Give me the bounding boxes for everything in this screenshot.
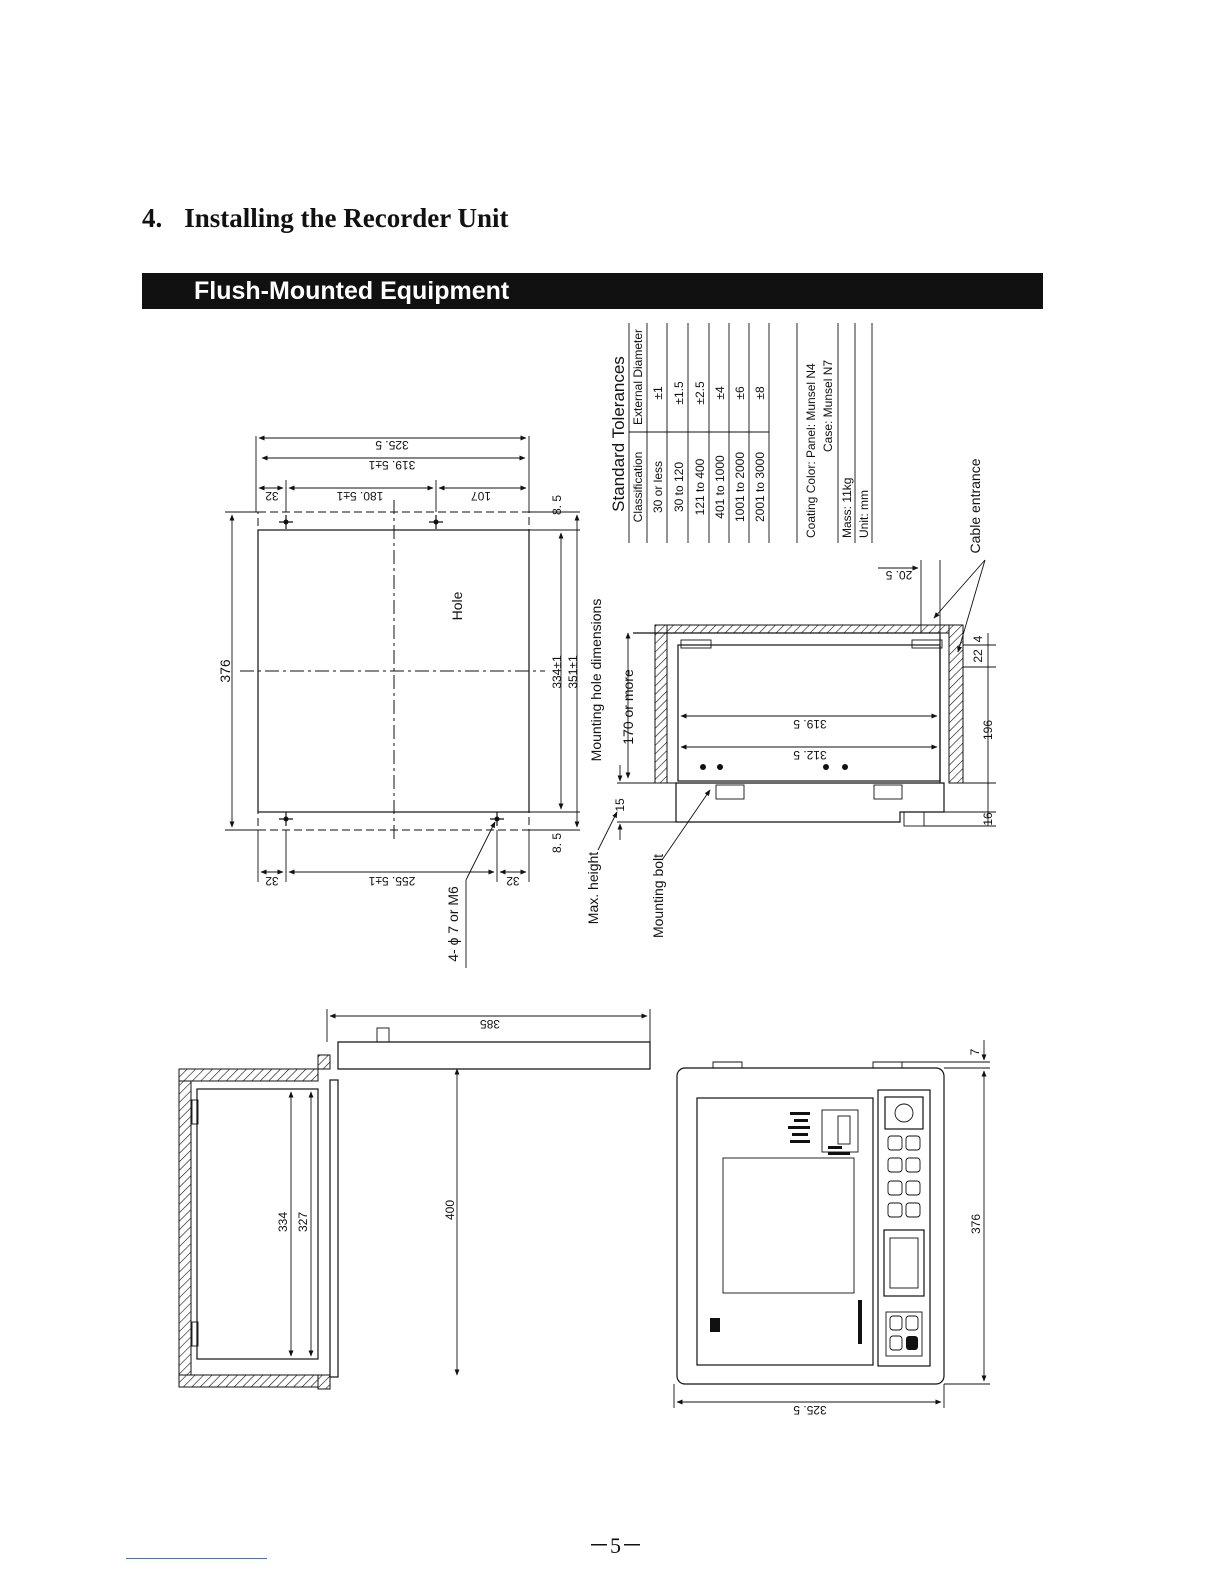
max-height-label: Max. height <box>585 852 601 924</box>
bolt-hole-label: 4- ϕ 7 or M6 <box>445 886 461 962</box>
dim-foot: 16 <box>981 812 995 826</box>
tolerance-row-1-value: ±1 <box>651 386 665 400</box>
dim-front-width: 325. 5 <box>793 1403 827 1417</box>
dim-cable-height: 22 <box>971 649 985 663</box>
section-view: 385 334 327 400 <box>178 1009 651 1390</box>
dim-top-gap: 4 <box>971 635 985 642</box>
tolerance-row-1-class: 30 or less <box>651 461 665 513</box>
dim-bolt-width: 312. 5 <box>793 748 827 762</box>
dial-knob <box>884 1096 924 1130</box>
tolerance-header-external-diameter: External Diameter <box>631 329 645 425</box>
dim-body-depth: 196 <box>981 720 995 740</box>
mounting-bolt-label: Mounting bolt <box>650 854 666 938</box>
tolerance-row-6-value: ±8 <box>753 386 767 400</box>
front-view: 325. 5 7 376 <box>673 1040 990 1417</box>
tolerance-row-4-class: 401 to 1000 <box>713 455 727 519</box>
dim-height-outer: 334 <box>276 1212 290 1232</box>
bolt-hole-marks <box>279 515 504 826</box>
dim-panel-height: 400 <box>443 1200 457 1220</box>
banner-label: Flush-Mounted Equipment <box>194 277 510 305</box>
tolerance-row-5-value: ±6 <box>733 386 747 400</box>
dim-left-offset-top: 32 <box>265 489 279 503</box>
tolerance-header-classification: Classification <box>631 452 645 523</box>
dim-margin-bottom: 8. 5 <box>550 833 564 853</box>
coating-label: Coating Color: <box>804 461 818 538</box>
min-depth-label: 170 or more <box>620 669 636 745</box>
coating-panel: Panel: Munsel N4 <box>804 363 818 458</box>
tolerance-row-3-value: ±2.5 <box>693 381 707 405</box>
dim-overall-height: 376 <box>217 659 233 683</box>
front-panel <box>676 1067 945 1385</box>
tolerance-row-2-value: ±1.5 <box>672 381 686 405</box>
dim-center-span: 180. 5±1 <box>336 489 383 503</box>
mass-label: Mass: 11kg <box>840 478 854 538</box>
dim-front-lip: 7 <box>968 1048 982 1055</box>
section-heading: 4. Installing the Recorder Unit <box>142 203 509 234</box>
page-number: －5－ <box>588 1533 644 1558</box>
footer-rule <box>126 1558 267 1559</box>
dim-max-height: 15 <box>613 798 627 812</box>
dim-margin-top: 8. 5 <box>550 495 564 515</box>
coating-case: Case: Munsel N7 <box>821 360 835 452</box>
dim-height-inner: 327 <box>296 1212 310 1232</box>
tolerance-table: Standard Tolerances Classification Exter… <box>609 323 873 543</box>
section-banner: Flush-Mounted Equipment <box>142 273 1043 309</box>
dim-bolt-span-height: 351±1 <box>566 655 580 689</box>
dim-overall-width: 325. 5 <box>375 438 409 452</box>
display-window <box>883 1229 925 1297</box>
dim-total-depth: 385 <box>480 1017 500 1031</box>
tolerance-row-2-class: 30 to 120 <box>672 462 686 512</box>
recorder-body <box>677 644 941 782</box>
keypad-buttons <box>887 1135 921 1218</box>
unit-label: Unit: mm <box>857 490 871 538</box>
hole-label: Hole <box>449 591 465 620</box>
mounting-hole-dims-label: Mounting hole dimensions <box>588 599 604 762</box>
panel-cutout-view: 325. 5 319. 5±1 32 180. 5±1 107 376 8. 5… <box>217 435 604 968</box>
tolerance-row-6-class: 2001 to 3000 <box>753 452 767 522</box>
cable-entrance-label: Cable entrance <box>967 458 983 553</box>
dim-front-height: 376 <box>969 1214 983 1234</box>
dim-bottom-span: 255. 5±1 <box>368 874 415 888</box>
tolerance-row-5-class: 1001 to 2000 <box>733 452 747 522</box>
dim-left-offset-bottom: 32 <box>265 874 279 888</box>
dim-cable-offset: 20. 5 <box>885 568 912 582</box>
section-number: 4. <box>142 203 163 233</box>
tolerance-row-4-value: ±4 <box>713 386 727 400</box>
side-mounting-view: 319. 5 312. 5 170 or more 15 Max. height… <box>585 458 996 938</box>
dim-right-offset-top: 107 <box>471 489 491 503</box>
chart-paper <box>722 1157 855 1294</box>
control-panel <box>877 1089 931 1367</box>
dim-bolt-span-width: 319. 5±1 <box>368 458 415 472</box>
section-title: Installing the Recorder Unit <box>184 203 509 233</box>
tolerance-title: Standard Tolerances <box>609 356 628 512</box>
tolerance-row-3-class: 121 to 400 <box>693 458 707 515</box>
chart-window <box>696 1097 874 1366</box>
dim-right-offset-bottom: 32 <box>506 874 520 888</box>
dim-inner-width: 319. 5 <box>793 717 827 731</box>
dim-hole-height: 334±1 <box>550 655 564 689</box>
